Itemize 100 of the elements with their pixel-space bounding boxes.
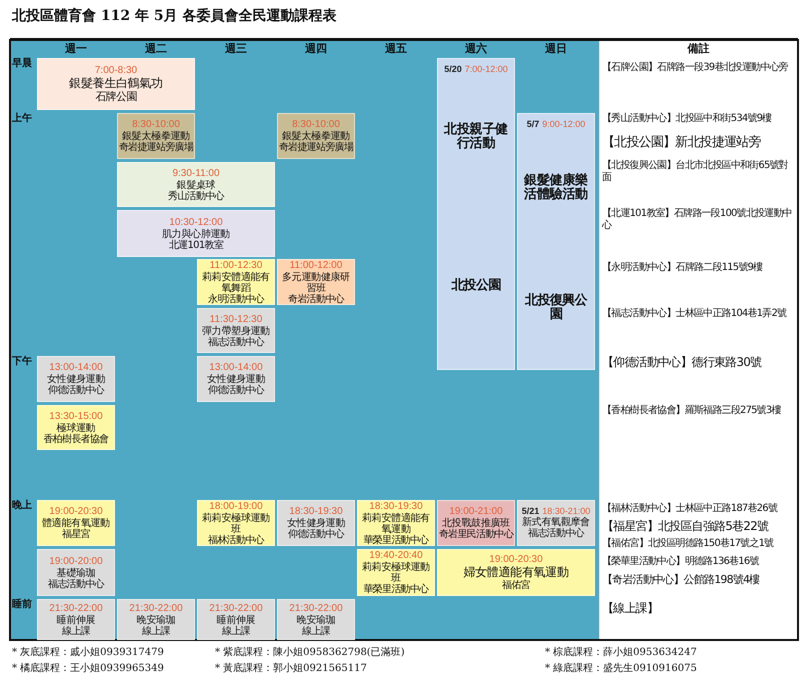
- class-name: 銀髮太極拳運動: [122, 131, 190, 142]
- class-name: 銀髮桌球: [176, 180, 216, 190]
- class-name: 女性健身運動: [286, 518, 346, 529]
- class-date: 5/20: [444, 64, 462, 74]
- day-header: 週一: [64, 43, 88, 56]
- class-time: 21:30-22:00: [289, 602, 343, 614]
- period-label: 下午: [12, 356, 33, 368]
- class-block: [37, 58, 195, 110]
- class-block: [517, 113, 595, 370]
- class-name: 銀髮養生白鶴氣功: [69, 77, 163, 91]
- class-time: 18:30-19:30: [289, 506, 343, 517]
- venue-address-note: 【線上課】: [602, 602, 660, 616]
- class-block: [517, 500, 595, 546]
- class-venue: 福志活動中心: [48, 578, 104, 590]
- class-time: 19:00-21:00: [449, 506, 503, 517]
- class-block: [277, 500, 355, 546]
- class-block: [197, 308, 275, 353]
- contact-note: * 灰底課程：戚小姐0939317479: [12, 647, 164, 658]
- class-venue: 北運101教室: [168, 240, 224, 250]
- class-block: [197, 356, 275, 402]
- class-venue: 線上課: [302, 626, 330, 636]
- timetable-title: 北投區體育會 112 年 5月 各委員會全民運動課程表: [12, 8, 336, 24]
- period-label: 上午: [12, 113, 33, 124]
- contact-note: * 橘底課程：王小姐0939965349: [12, 663, 164, 674]
- venue-address-note: 【永明活動中心】石牌路二段115號9樓: [602, 262, 764, 274]
- class-time: 11:30-12:30: [210, 314, 262, 324]
- class-venue: 華榮里活動中心: [363, 534, 429, 546]
- class-name: 婦女體適能有氧運動: [463, 566, 569, 580]
- venue-address-note: 【北運101教室】石牌路一段100號北投運動中心: [602, 208, 793, 231]
- class-name: 肌力與心肺運動: [162, 228, 230, 240]
- class-name: 女性健身運動: [46, 374, 106, 385]
- class-venue: 線上課: [222, 626, 250, 636]
- venue-address-note: 【福星宮】北投區自強路5巷22號: [602, 520, 770, 534]
- class-time: 10:30-12:00: [169, 216, 223, 228]
- class-venue: 福林活動中心: [208, 534, 264, 546]
- class-venue: 北投公園: [450, 279, 502, 294]
- class-name: 極球運動: [56, 422, 96, 434]
- class-block: [197, 259, 275, 305]
- venue-address-note: 【北投公園】新北投捷運站旁: [602, 136, 762, 151]
- class-name: 莉莉安極球運動班: [201, 512, 271, 534]
- class-venue: 秀山活動中心: [168, 190, 224, 202]
- class-venue: 線上課: [142, 626, 170, 636]
- class-venue: 仰德活動中心: [48, 385, 104, 396]
- period-label: 睡前: [12, 599, 33, 610]
- class-name: 睡前伸展: [216, 614, 256, 626]
- class-block: [357, 549, 435, 596]
- contact-note: * 棕底課程：薛小姐0953634247: [545, 647, 697, 658]
- class-time: 18:30-21:00: [542, 506, 590, 516]
- class-venue: 香柏樹長者協會: [43, 434, 109, 444]
- day-header: 週四: [304, 43, 328, 56]
- class-block: [37, 405, 115, 450]
- venue-address-note: 【奇岩活動中心】公館路198號4樓: [602, 574, 760, 587]
- class-block: [357, 500, 435, 546]
- class-time: 19:00-20:30: [49, 506, 103, 517]
- class-block: [277, 113, 355, 159]
- contact-note: * 紫底課程：陳小姐0958362798(已滿班): [215, 647, 405, 658]
- class-block: [37, 500, 115, 546]
- class-time: 19:40-20:40: [369, 550, 423, 561]
- class-time: 18:00-19:00: [209, 500, 263, 512]
- contact-note: * 綠底課程：盛先生0910916075: [545, 663, 697, 674]
- day-header: 週五: [384, 43, 408, 56]
- class-name: 莉莉安體適能有氧運動: [361, 512, 431, 534]
- class-date: 5/7: [526, 119, 540, 129]
- class-block: [37, 599, 115, 640]
- class-time: 13:00-14:00: [49, 362, 103, 373]
- class-time: 19:00-20:00: [49, 556, 103, 566]
- venue-address-note: 【榮華里活動中心】明德路136巷16號: [602, 556, 760, 568]
- class-venue: 仰德活動中心: [208, 385, 264, 396]
- class-time: 7:00-12:00: [464, 64, 508, 74]
- class-name: 銀髮健康樂活體驗活動: [522, 174, 589, 203]
- class-venue: 奇岩捷運站旁廣場: [118, 142, 194, 153]
- class-name: 北投戰鼓推廣班: [442, 518, 510, 529]
- class-venue: 福星宮: [62, 529, 90, 540]
- class-time: 21:30-22:00: [49, 602, 103, 614]
- class-name: 北投親子健行活動: [442, 123, 509, 152]
- venue-address-note: 【石牌公園】石牌路一段39巷北投運動中心旁: [602, 62, 789, 74]
- class-block: [37, 549, 115, 596]
- class-name: 睡前伸展: [56, 614, 96, 626]
- venue-address-note: 【香柏樹長者協會】羅斯福路三段275號3樓: [602, 405, 782, 416]
- class-time: 13:30-15:00: [49, 410, 103, 422]
- venue-address-note: 【北投復興公園】台北市北投區中和街65號對面: [602, 160, 789, 183]
- class-time: 9:30-11:00: [172, 168, 220, 178]
- class-time: 13:00-14:00: [209, 362, 263, 373]
- class-time: 8:30-10:00: [292, 119, 340, 130]
- class-venue: 福志活動中心: [208, 336, 264, 348]
- venue-address-note: 【秀山活動中心】北投區中和街534號9樓: [602, 113, 773, 124]
- class-venue: 北投復興公園: [524, 294, 588, 323]
- class-block: [117, 599, 195, 640]
- period-label: 晚上: [12, 500, 33, 512]
- class-name: 莉莉安極球運動班: [361, 562, 431, 584]
- class-time: 7:00-8:30: [94, 65, 138, 76]
- class-date: 5/21: [522, 506, 540, 516]
- class-venue: 福志活動中心: [528, 528, 584, 540]
- class-venue: 奇岩里民活動中心: [438, 529, 514, 540]
- class-block: [117, 210, 275, 257]
- class-name: 莉莉安體適能有氧舞蹈: [201, 272, 271, 294]
- class-name: 體適能有氧運動: [42, 518, 110, 529]
- class-name: 多元運動健康研習班: [281, 272, 351, 294]
- notes-header: 備註: [686, 43, 710, 56]
- day-header: 週二: [144, 43, 168, 56]
